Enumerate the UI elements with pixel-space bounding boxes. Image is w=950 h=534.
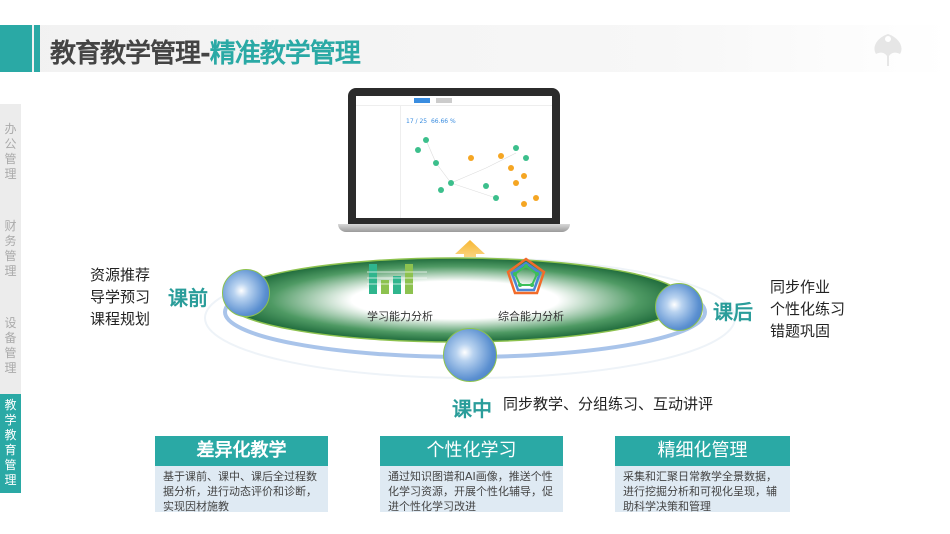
title-main: 教育教学管理-: [50, 39, 211, 69]
title-highlight: 精准教学管理: [209, 39, 361, 69]
card-body: 通过知识图谱和AI画像，推送个性化学习资源，开展个性化辅导，促进个性化学习改进: [380, 466, 563, 513]
screen-tab: [436, 98, 452, 103]
learning-ability-label: 学习能力分析: [367, 310, 433, 323]
card-differentiated: 差异化教学 基于课前、课中、课后全过程数据分析，进行动态评价和诊断，实现因材施教: [155, 436, 328, 513]
laptop-base: [338, 224, 570, 232]
before-item: 导学预习: [90, 288, 151, 306]
card-title: 精细化管理: [615, 436, 790, 466]
title-accent-bar: [34, 25, 40, 72]
sphere-after: [655, 283, 703, 331]
knowledge-graph: [415, 137, 539, 207]
sidebar-item-equipment[interactable]: 设备管理: [4, 316, 17, 375]
screen-topbar: [356, 96, 552, 106]
bar-chart-icon: [367, 264, 427, 294]
comprehensive-ability-label: 综合能力分析: [498, 310, 564, 323]
before-item: 资源推荐: [90, 266, 151, 284]
sidebar-item-office[interactable]: 办公管理: [4, 122, 17, 181]
sphere-during: [443, 328, 497, 382]
screen-score-value: 17 / 25: [406, 118, 428, 125]
before-item: 课程规划: [90, 310, 151, 328]
card-body: 基于课前、课中、课后全过程数据分析，进行动态评价和诊断，实现因材施教: [155, 466, 328, 513]
screen-tree-panel: [356, 106, 401, 218]
up-arrow-icon: [455, 240, 485, 268]
card-personalized: 个性化学习 通过知识图谱和AI画像，推送个性化学习资源，开展个性化辅导，促进个性…: [380, 436, 563, 513]
before-label: 课前: [168, 286, 208, 310]
title-accent-block: [0, 25, 32, 72]
card-body: 采集和汇聚日常教学全景数据，进行挖掘分析和可视化呈现，辅助科学决策和管理: [615, 466, 790, 513]
screen-score: 17 / 25 66.66 %: [406, 118, 456, 125]
logo-tree-icon: [874, 34, 902, 66]
before-items: 资源推荐 导学预习 课程规划: [90, 264, 150, 330]
card-title: 差异化教学: [155, 436, 328, 466]
title-band: [0, 25, 950, 72]
screen-percent-value: 66.66 %: [430, 118, 456, 125]
sphere-before: [222, 269, 270, 317]
after-item: 同步作业: [770, 278, 831, 296]
sidebar-item-finance[interactable]: 财务管理: [4, 219, 17, 278]
sidebar-item-teaching[interactable]: 教学教育管理: [0, 394, 21, 493]
after-item: 错题巩固: [770, 322, 831, 340]
screen-tab-active: [414, 98, 430, 103]
card-title: 个性化学习: [380, 436, 563, 466]
after-items: 同步作业 个性化练习 错题巩固: [770, 276, 845, 342]
after-item: 个性化练习: [770, 300, 846, 318]
after-label: 课后: [713, 300, 753, 324]
card-refined: 精细化管理 采集和汇聚日常教学全景数据，进行挖掘分析和可视化呈现，辅助科学决策和…: [615, 436, 790, 513]
laptop-screen: 17 / 25 66.66 %: [356, 96, 552, 218]
radar-chart-icon: [506, 257, 546, 295]
during-text: 同步教学、分组练习、互动讲评: [503, 395, 714, 413]
sidebar: 办公管理 财务管理 设备管理 教学教育管理: [0, 104, 21, 493]
during-label: 课中: [452, 397, 492, 421]
page-title: 教育教学管理-精准教学管理: [50, 33, 361, 70]
